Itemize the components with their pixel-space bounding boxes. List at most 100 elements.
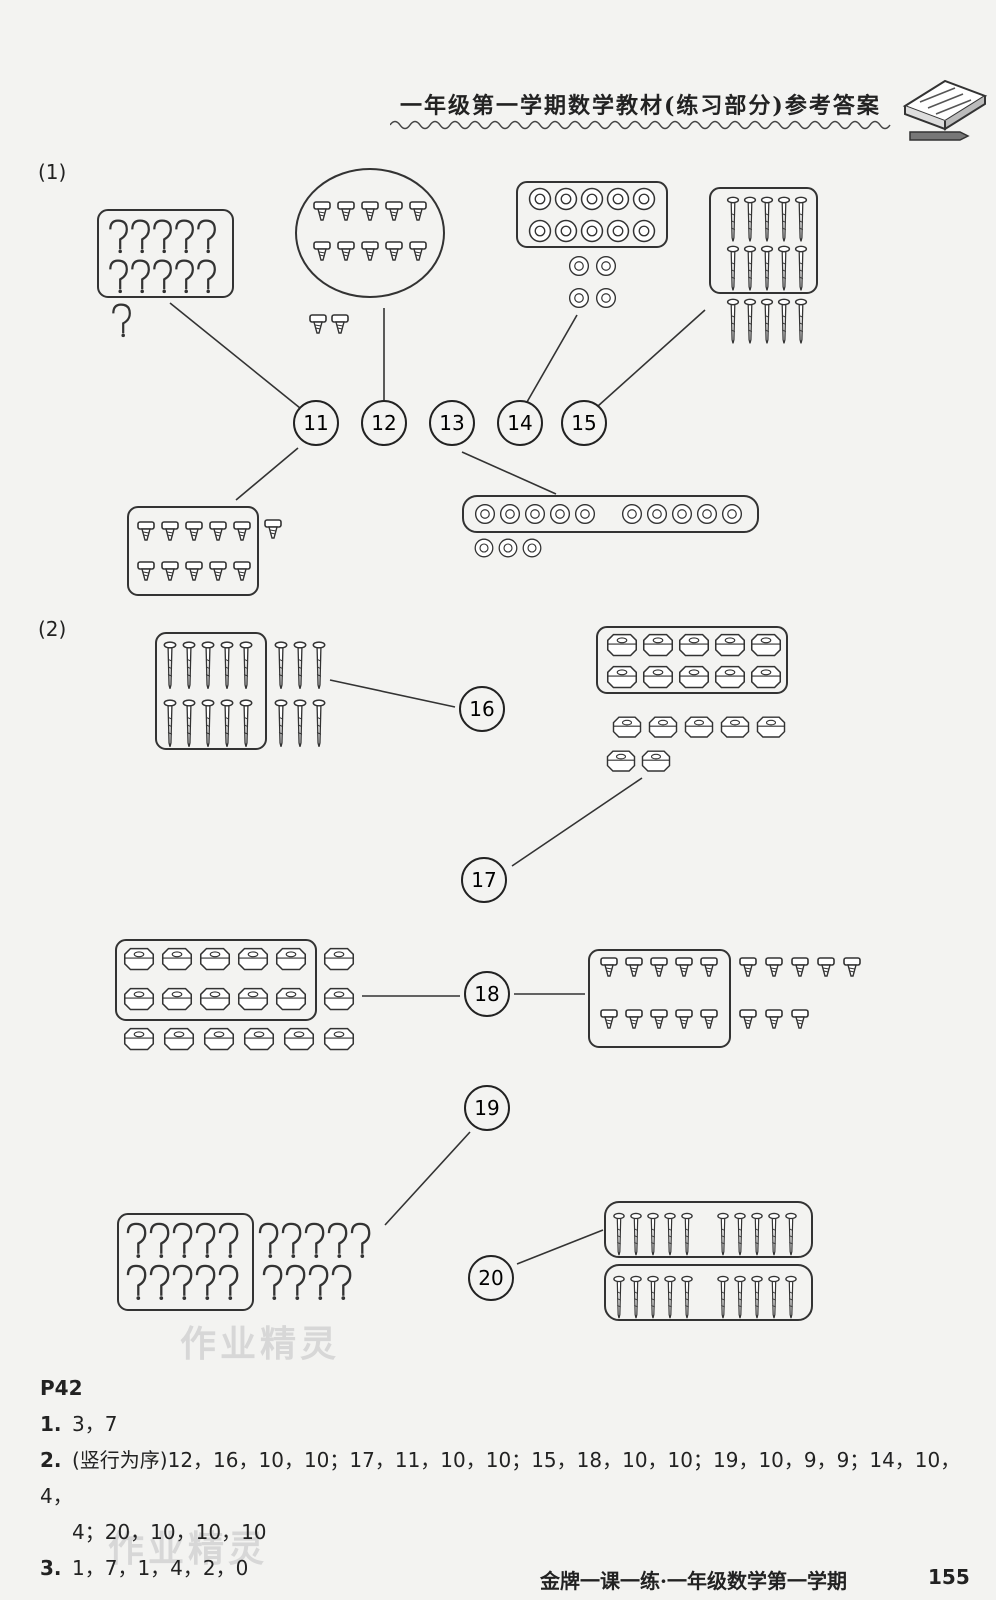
screw-icon — [700, 957, 718, 977]
number-circle-outline — [459, 686, 505, 732]
nail-icon — [760, 298, 774, 345]
section-label-2: (2) — [38, 617, 67, 641]
screw-icon — [185, 521, 203, 541]
number-circle-label: 14 — [507, 411, 532, 435]
screw-icon — [137, 561, 155, 581]
screw-icon — [361, 241, 379, 261]
washer-icon — [499, 503, 521, 525]
answers-block: P42 1.3，7 2.(竖行为序)12，16，10，10；17，11，10，1… — [40, 1370, 970, 1586]
washer-icon — [632, 187, 656, 211]
number-circle-outline — [497, 400, 543, 446]
washer-icon — [474, 503, 496, 525]
number-circle-outline — [464, 971, 510, 1017]
hook-icon — [197, 259, 216, 295]
hook-icon — [285, 1264, 306, 1302]
screw-icon — [309, 314, 327, 334]
screw-icon — [765, 957, 783, 977]
connection-lines-part1 — [169, 302, 706, 501]
number-circle-label: 16 — [469, 697, 494, 721]
screw-icon — [700, 1009, 718, 1029]
number-circle-19: 19 — [464, 1085, 510, 1131]
washer-icon — [524, 503, 546, 525]
footer-book-title: 金牌一课一练·一年级数学第一学期 — [540, 1569, 847, 1593]
nail-icon — [726, 196, 740, 243]
number-circle-15: 15 — [561, 400, 607, 446]
screw-icon — [817, 957, 835, 977]
screws-group-11 — [127, 506, 259, 596]
hook-icon — [131, 259, 150, 295]
number-circle-18: 18 — [464, 971, 510, 1017]
hex-nut-icon — [283, 1027, 315, 1051]
hook-icon — [308, 1264, 329, 1302]
header-wave-divider — [390, 120, 891, 130]
hex-nut-icon — [203, 1027, 235, 1051]
hook-icon — [172, 1222, 193, 1260]
number-circle-17: 17 — [461, 857, 507, 903]
hex-nut-icon — [750, 633, 782, 657]
hex-nut-icon — [714, 665, 746, 689]
nail-icon — [726, 245, 740, 292]
screw-icon — [337, 241, 355, 261]
hook-icon — [175, 259, 194, 295]
hook-icon — [126, 1264, 147, 1302]
screw-icon — [385, 241, 403, 261]
screw-icon — [675, 957, 693, 977]
hex-nut-icon — [323, 987, 355, 1011]
washer-icon — [554, 187, 578, 211]
nail-icon — [664, 1212, 676, 1256]
number-circle-label: 19 — [474, 1096, 499, 1120]
hex-nut-icon — [243, 1027, 275, 1051]
section-label-1: (1) — [38, 160, 67, 184]
page-number: 155 — [928, 1565, 970, 1589]
answer-item-1: 1.3，7 — [40, 1406, 970, 1442]
nail-icon — [785, 1212, 797, 1256]
hex-nut-icon — [641, 750, 671, 772]
nails-group-16 — [155, 632, 267, 750]
number-circle-14: 14 — [497, 400, 543, 446]
nail-icon — [630, 1275, 642, 1319]
washer-icon — [522, 538, 542, 558]
screw-icon — [791, 957, 809, 977]
hook-icon — [109, 219, 128, 255]
washer-icon — [498, 538, 518, 558]
hook-icon — [126, 1222, 147, 1260]
washer-icon — [606, 219, 630, 243]
number-circle-outline — [468, 1255, 514, 1301]
number-circle-outline — [461, 857, 507, 903]
number-circle-outline — [429, 400, 475, 446]
nail-icon — [743, 298, 757, 345]
screw-icon — [337, 201, 355, 221]
hook-icon — [149, 1264, 170, 1302]
screw-icon — [313, 201, 331, 221]
number-circle-outline — [561, 400, 607, 446]
washer-icon — [568, 255, 590, 277]
hooks-group-11 — [97, 209, 234, 298]
connection-lines-part2 — [329, 679, 643, 1265]
page-header-title: 一年级第一学期数学教材(练习部分)参考答案 — [400, 93, 881, 119]
answer-item-text: 3，7 — [72, 1412, 118, 1436]
washer-icon — [595, 255, 617, 277]
hex-nut-icon — [275, 987, 307, 1011]
nail-icon — [717, 1275, 729, 1319]
nail-icon — [743, 196, 757, 243]
hex-nut-icon — [161, 987, 193, 1011]
screw-icon — [600, 957, 618, 977]
screw-icon — [185, 561, 203, 581]
screw-icon — [313, 241, 331, 261]
washer-icon — [554, 219, 578, 243]
number-circle-label: 12 — [371, 411, 396, 435]
nail-icon — [613, 1212, 625, 1256]
hex-nut-icon — [642, 633, 674, 657]
nail-icon — [647, 1212, 659, 1256]
washers-group-13 — [462, 495, 759, 533]
screw-icon — [233, 521, 251, 541]
answer-item-text: 1，7，1，4，2，0 — [72, 1556, 249, 1580]
nail-icon — [613, 1275, 625, 1319]
screw-icon — [675, 1009, 693, 1029]
nail-icon — [647, 1275, 659, 1319]
screw-icon — [765, 1009, 783, 1029]
hook-icon — [331, 1264, 352, 1302]
nail-icon — [220, 699, 234, 748]
